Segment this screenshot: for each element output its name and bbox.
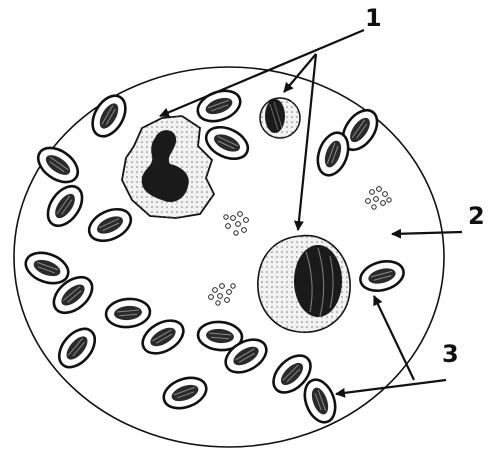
label-3: 3: [442, 340, 459, 368]
label-1: 1: [365, 4, 382, 32]
label-2: 2: [468, 202, 485, 230]
lymphocyte-small: [260, 98, 300, 138]
monocyte-large: [258, 236, 350, 333]
microscope-field-circle: [14, 67, 444, 447]
